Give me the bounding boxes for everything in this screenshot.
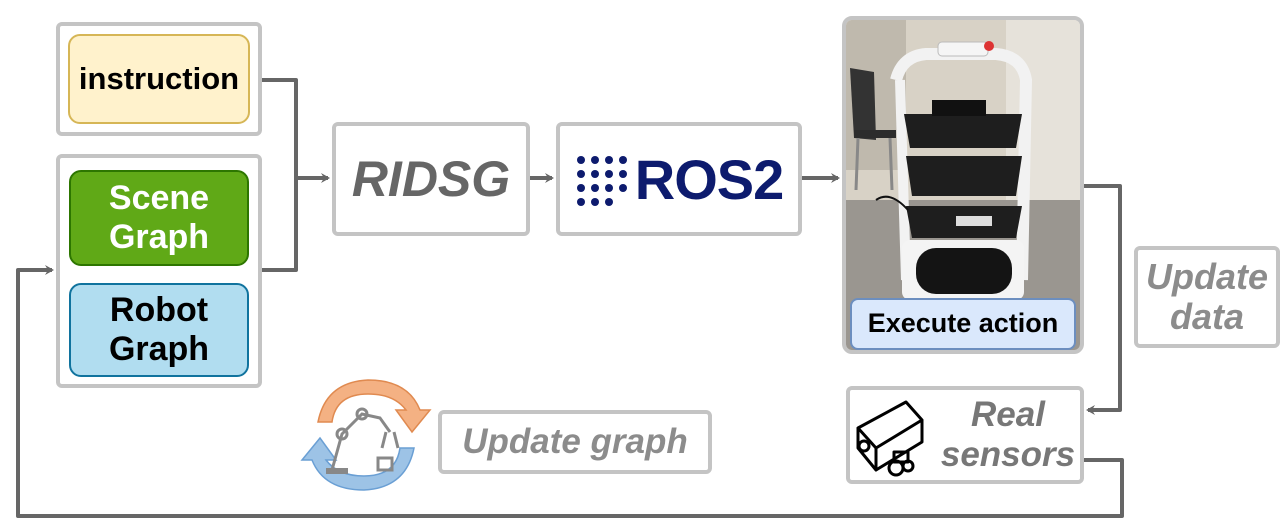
- instruction-label: instruction: [78, 61, 240, 97]
- arrow-sensors-to-graphs: [16, 265, 1124, 518]
- real-sensors-label: Real sensors: [940, 394, 1076, 474]
- graphs-container: Scene Graph Robot Graph: [56, 154, 262, 388]
- scene-graph-node: Scene Graph: [69, 170, 249, 266]
- instruction-node: instruction: [68, 34, 250, 124]
- execute-action-caption: Execute action: [850, 298, 1076, 350]
- robot-photo: [846, 20, 1080, 350]
- update-cycle-icon: [300, 379, 432, 491]
- arrow-instruction-to-ridsg: [262, 78, 330, 183]
- update-data-node: Update data: [1134, 246, 1280, 348]
- robot-graph-node: Robot Graph: [69, 283, 249, 377]
- robot-photo-container: Execute action: [842, 16, 1084, 354]
- ros2-node: ROS2: [556, 122, 802, 236]
- update-graph-node: Update graph: [438, 410, 712, 474]
- robot-graph-label: Robot Graph: [108, 290, 210, 368]
- instruction-container: instruction: [56, 22, 262, 136]
- scene-graph-label: Scene Graph: [108, 178, 210, 256]
- update-data-label: Update data: [1145, 256, 1268, 337]
- ros2-logo-icon: [576, 156, 627, 206]
- ridsg-node: RIDSG: [332, 122, 530, 236]
- ros2-label: ROS2: [634, 147, 784, 211]
- real-sensors-node: Real sensors: [846, 386, 1084, 484]
- real-sensors-text: Real sensors: [932, 390, 1084, 480]
- arrow-graphs-to-ridsg: [262, 178, 298, 272]
- camera-sensor-icon: [856, 400, 924, 477]
- ridsg-label: RIDSG: [351, 151, 511, 207]
- arrow-robot-to-sensors: [1084, 184, 1122, 415]
- update-graph-label: Update graph: [462, 422, 688, 461]
- execute-action-label: Execute action: [867, 308, 1059, 339]
